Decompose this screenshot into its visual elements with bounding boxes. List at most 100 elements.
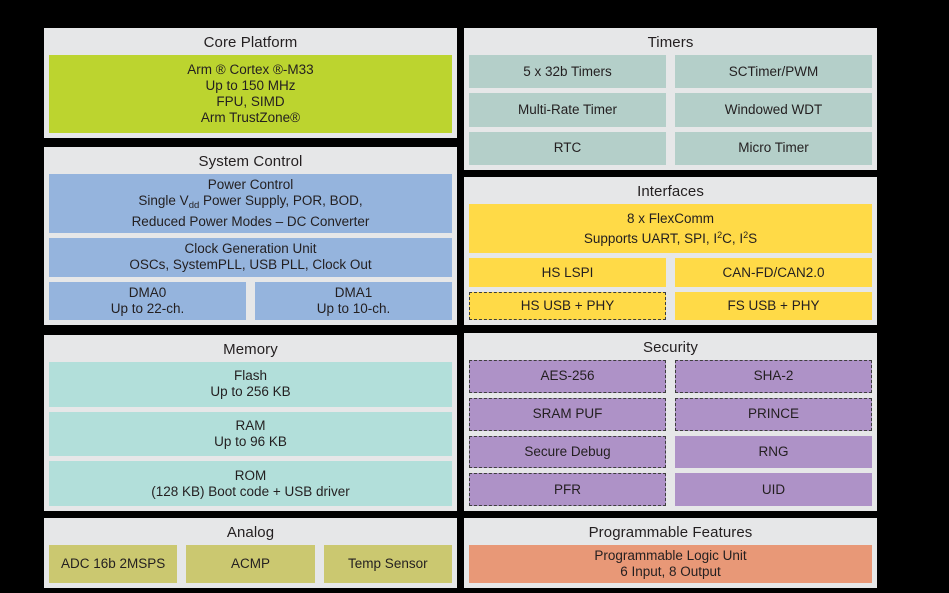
- analog-rows: ADC 16b 2MSPS ACMP Temp Sensor: [49, 545, 452, 583]
- block-rng[interactable]: RNG: [675, 435, 872, 469]
- security-label-1: SHA-2: [753, 368, 794, 384]
- block-clock-generation-unit[interactable]: Clock Generation Unit OSCs, SystemPLL, U…: [49, 238, 452, 277]
- security-rows: AES-256 SHA-2 SRAM PUF PRINCE: [469, 360, 872, 506]
- timers-label-5: Micro Timer: [738, 140, 809, 156]
- security-label-6: PFR: [554, 481, 581, 497]
- panel-title-analog: Analog: [226, 524, 275, 541]
- security-label-0: AES-256: [540, 368, 595, 384]
- flash-line-2: Up to 256 KB: [210, 384, 291, 400]
- block-temp-sensor[interactable]: Temp Sensor: [323, 545, 452, 583]
- panel-timers: Timers 5 x 32b Timers SCTimer/PWM Multi-…: [464, 28, 877, 170]
- interfaces-row-flexcomm: 8 x FlexComm Supports UART, SPI, I2C, I2…: [469, 204, 872, 254]
- panel-title-system-control: System Control: [198, 153, 303, 170]
- panel-interfaces: Interfaces 8 x FlexComm Supports UART, S…: [464, 177, 877, 325]
- block-arm-cortex-m33[interactable]: Arm ® Cortex ®-M33 Up to 150 MHz FPU, SI…: [49, 55, 452, 133]
- timers-label-4: RTC: [553, 140, 582, 156]
- panel-title-interfaces: Interfaces: [637, 183, 704, 200]
- block-dma0[interactable]: DMA0 Up to 22-ch.: [49, 281, 246, 320]
- memory-row-rom: ROM (128 KB) Boot code + USB driver: [49, 461, 452, 507]
- panel-analog: Analog ADC 16b 2MSPS ACMP Temp Sensor: [44, 518, 457, 588]
- timers-label-0: 5 x 32b Timers: [523, 63, 612, 79]
- block-aes-256[interactable]: AES-256: [469, 360, 666, 393]
- security-label-5: RNG: [758, 443, 789, 459]
- block-windowed-wdt[interactable]: Windowed WDT: [675, 93, 872, 127]
- rom-line-1: ROM: [234, 467, 267, 483]
- clock-line-2: OSCs, SystemPLL, USB PLL, Clock Out: [129, 257, 372, 273]
- core-platform-rows: Arm ® Cortex ®-M33 Up to 150 MHz FPU, SI…: [49, 55, 452, 133]
- analog-label-2: Temp Sensor: [348, 556, 428, 571]
- memory-row-ram: RAM Up to 96 KB: [49, 411, 452, 457]
- block-hs-lspi[interactable]: HS LSPI: [469, 258, 666, 287]
- block-micro-timer[interactable]: Micro Timer: [675, 131, 872, 165]
- security-label-2: SRAM PUF: [532, 406, 603, 422]
- dma1-line-1: DMA1: [334, 284, 373, 300]
- block-sctimer-pwm[interactable]: SCTimer/PWM: [675, 55, 872, 89]
- block-programmable-logic-unit[interactable]: Programmable Logic Unit 6 Input, 8 Outpu…: [469, 545, 872, 583]
- panel-title-core-platform: Core Platform: [203, 34, 298, 51]
- core-line-3: FPU, SIMD: [216, 94, 285, 109]
- block-32b-timers[interactable]: 5 x 32b Timers: [469, 55, 666, 89]
- plu-line-2: 6 Input, 8 Output: [620, 564, 721, 579]
- block-sram-puf[interactable]: SRAM PUF: [469, 397, 666, 431]
- panel-title-security: Security: [643, 339, 698, 356]
- block-flash[interactable]: Flash Up to 256 KB: [49, 362, 452, 407]
- block-hs-usb-phy[interactable]: HS USB + PHY: [469, 291, 666, 320]
- block-flexcomm[interactable]: 8 x FlexComm Supports UART, SPI, I2C, I2…: [469, 204, 872, 254]
- interfaces-label-1: CAN-FD/CAN2.0: [722, 264, 825, 280]
- block-power-control[interactable]: Power Control Single Vdd Power Supply, P…: [49, 174, 452, 233]
- block-secure-debug[interactable]: Secure Debug: [469, 435, 666, 469]
- interfaces-label-3: FS USB + PHY: [727, 297, 820, 313]
- timers-rows: 5 x 32b Timers SCTimer/PWM Multi-Rate Ti…: [469, 55, 872, 165]
- dma1-line-2: Up to 10-ch.: [316, 300, 391, 316]
- panel-core-platform: Core Platform Arm ® Cortex ®-M33 Up to 1…: [44, 28, 457, 138]
- programmable-rows: Programmable Logic Unit 6 Input, 8 Outpu…: [469, 545, 872, 583]
- flexcomm-line-1: 8 x FlexComm: [626, 210, 714, 226]
- power-control-line-2: Single Vdd Power Supply, POR, BOD,: [138, 193, 363, 211]
- interfaces-row-3: HS USB + PHY FS USB + PHY: [469, 291, 872, 320]
- panel-title-timers: Timers: [647, 34, 694, 51]
- memory-row-flash: Flash Up to 256 KB: [49, 362, 452, 407]
- flash-line-1: Flash: [233, 368, 267, 384]
- interfaces-label-2: HS USB + PHY: [520, 297, 615, 313]
- block-rtc[interactable]: RTC: [469, 131, 666, 165]
- block-uid[interactable]: UID: [675, 473, 872, 506]
- security-label-7: UID: [761, 481, 786, 497]
- security-row-3: Secure Debug RNG: [469, 435, 872, 469]
- core-line-4: Arm TrustZone®: [200, 110, 301, 125]
- analog-label-0: ADC 16b 2MSPS: [61, 556, 166, 571]
- flexcomm-line-2: Supports UART, SPI, I2C, I2S: [583, 229, 758, 246]
- block-sha-2[interactable]: SHA-2: [675, 360, 872, 393]
- timers-label-1: SCTimer/PWM: [728, 63, 819, 79]
- plu-line-1: Programmable Logic Unit: [594, 548, 747, 563]
- panel-title-memory: Memory: [223, 341, 278, 358]
- panel-system-control: System Control Power Control Single Vdd …: [44, 147, 457, 325]
- clock-line-1: Clock Generation Unit: [184, 241, 317, 257]
- system-control-row-clock: Clock Generation Unit OSCs, SystemPLL, U…: [49, 238, 452, 277]
- block-prince[interactable]: PRINCE: [675, 397, 872, 431]
- dma0-line-2: Up to 22-ch.: [110, 300, 185, 316]
- system-control-row-dma: DMA0 Up to 22-ch. DMA1 Up to 10-ch.: [49, 281, 452, 320]
- security-row-2: SRAM PUF PRINCE: [469, 397, 872, 431]
- block-multi-rate-timer[interactable]: Multi-Rate Timer: [469, 93, 666, 127]
- block-rom[interactable]: ROM (128 KB) Boot code + USB driver: [49, 461, 452, 507]
- ram-line-1: RAM: [235, 418, 266, 433]
- interfaces-label-0: HS LSPI: [541, 264, 594, 280]
- block-ram[interactable]: RAM Up to 96 KB: [49, 411, 452, 457]
- block-dma1[interactable]: DMA1 Up to 10-ch.: [255, 281, 452, 320]
- block-pfr[interactable]: PFR: [469, 473, 666, 506]
- block-acmp[interactable]: ACMP: [186, 545, 315, 583]
- timers-row-3: RTC Micro Timer: [469, 131, 872, 165]
- block-fs-usb-phy[interactable]: FS USB + PHY: [675, 291, 872, 320]
- system-control-row-power: Power Control Single Vdd Power Supply, P…: [49, 174, 452, 233]
- block-can-fd[interactable]: CAN-FD/CAN2.0: [675, 258, 872, 287]
- analog-row: ADC 16b 2MSPS ACMP Temp Sensor: [49, 545, 452, 583]
- block-adc[interactable]: ADC 16b 2MSPS: [49, 545, 178, 583]
- core-line-2: Up to 150 MHz: [205, 78, 296, 93]
- programmable-row: Programmable Logic Unit 6 Input, 8 Outpu…: [469, 545, 872, 583]
- ram-line-2: Up to 96 KB: [214, 434, 287, 449]
- timers-label-3: Windowed WDT: [724, 101, 823, 117]
- power-control-line-1: Power Control: [207, 177, 294, 192]
- timers-label-2: Multi-Rate Timer: [517, 101, 617, 117]
- panel-programmable-features: Programmable Features Programmable Logic…: [464, 518, 877, 588]
